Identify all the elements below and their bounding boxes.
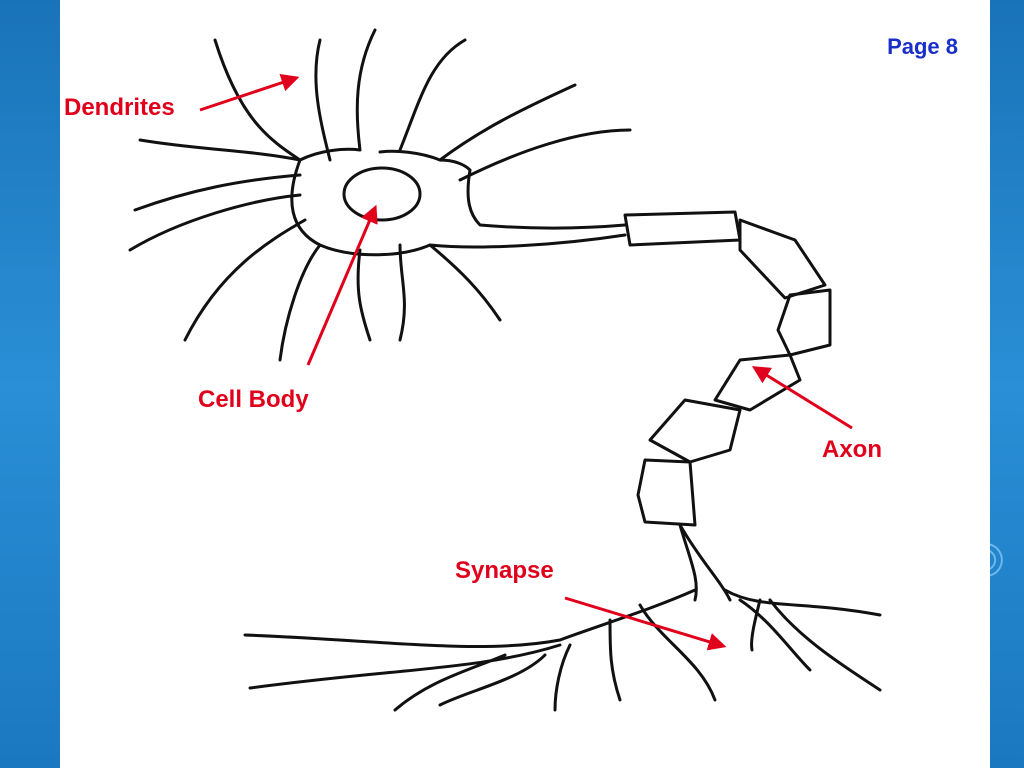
dendrites-label: Dendrites (64, 94, 175, 121)
nucleus-outline (342, 166, 422, 222)
axon-segment (776, 288, 832, 357)
cell-body-outline (128, 28, 632, 362)
dendrites-arrow (199, 74, 300, 112)
synapse-arrow (564, 596, 727, 651)
cell-body-arrow (306, 204, 378, 366)
axon-segment (648, 398, 742, 464)
axon-segment (623, 210, 742, 247)
axon-terminal-outline (243, 523, 882, 712)
axon-segment (738, 218, 827, 300)
slide-panel (60, 0, 990, 768)
neuron-outline (128, 28, 882, 712)
axon-segment (636, 458, 697, 527)
axon-label: Axon (822, 436, 882, 463)
cell-body-label: Cell Body (198, 386, 309, 413)
axon-segment (713, 353, 802, 412)
page-number: Page 8 (887, 34, 958, 59)
axon-arrow (751, 366, 853, 430)
synapse-label: Synapse (455, 557, 554, 584)
